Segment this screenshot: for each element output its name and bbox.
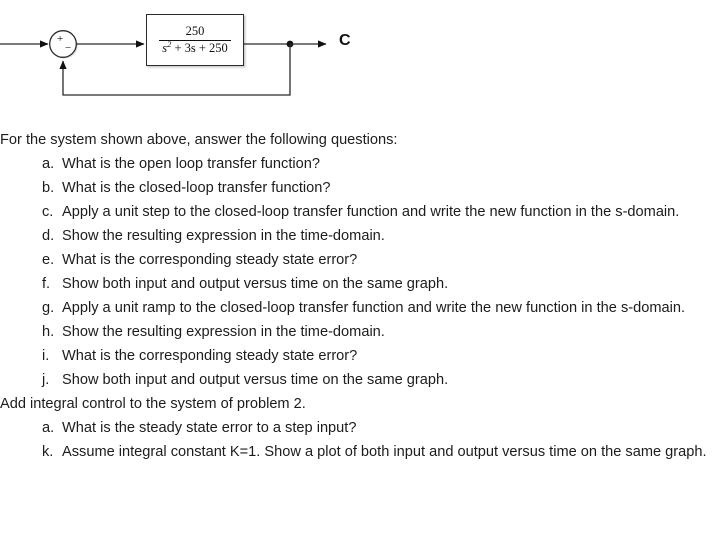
question-text: Show both input and output versus time o…: [62, 276, 449, 292]
question-text: Apply a unit ramp to the closed-loop tra…: [62, 300, 686, 316]
question-marker: j.: [42, 372, 50, 388]
question-marker: h.: [42, 324, 55, 340]
question-marker: i.: [42, 348, 50, 364]
block-diagram: 250 s2 + 3s + 250 + − C: [0, 0, 726, 120]
fraction-bar: [159, 39, 231, 41]
question-item: g. Apply a unit ramp to the closed-loop t…: [0, 296, 726, 320]
question-text: What is the open loop transfer function?: [62, 156, 320, 172]
question-item: h. Show the resulting expression in the t…: [0, 320, 726, 344]
question-text: Apply a unit step to the closed-loop tra…: [62, 204, 680, 220]
question-text: Show the resulting expression in the tim…: [62, 228, 385, 244]
question-marker: a.: [42, 156, 55, 172]
question-marker: e.: [42, 252, 55, 268]
question-item: f. Show both input and output versus time…: [0, 272, 726, 296]
transfer-function-denominator: s2 + 3s + 250: [158, 38, 232, 56]
question-text: Show both input and output versus time o…: [62, 372, 449, 388]
question-marker: g.: [42, 300, 55, 316]
question-item: i. What is the corresponding steady state…: [0, 344, 726, 368]
question-item: j. Show both input and output versus time…: [0, 368, 726, 392]
block-diagram-svg: [0, 30, 327, 96]
denominator-rest: + 3s + 250: [171, 40, 228, 55]
question-marker: f.: [42, 276, 51, 292]
question-item: a. What is the open loop transfer functio…: [0, 152, 726, 176]
section-two-question-item: k. Assume integral constant K=1. Show a p…: [0, 440, 726, 464]
intro-text: For the system shown above, answer the f…: [0, 132, 398, 148]
denominator-variable: s: [162, 40, 168, 55]
transfer-function-expression: 250 s2 + 3s + 250: [158, 24, 232, 56]
section-two-question-list: a. What is the steady state error to a st…: [0, 416, 726, 464]
section-two-question-item: a. What is the steady state error to a st…: [0, 416, 726, 440]
section-two-question-marker: a.: [42, 420, 55, 436]
question-marker: b.: [42, 180, 55, 196]
transfer-function-block: 250 s2 + 3s + 250: [146, 14, 244, 66]
transfer-function-numerator: 250: [185, 24, 205, 38]
question-text: What is the corresponding steady state e…: [62, 252, 358, 268]
section-two-question-text: What is the steady state error to a step…: [62, 420, 357, 436]
section-two-question-text: Assume integral constant K=1. Show a plo…: [62, 444, 707, 460]
summing-junction-minus-sign: −: [65, 42, 72, 54]
feedback-path: [59, 44, 291, 96]
question-text: What is the corresponding steady state e…: [62, 348, 358, 364]
question-list: a. What is the open loop transfer functio…: [0, 152, 726, 392]
question-text: Show the resulting expression in the tim…: [62, 324, 385, 340]
summing-junction-plus-sign: +: [57, 33, 64, 45]
question-marker: c.: [42, 204, 54, 220]
question-item: b. What is the closed-loop transfer funct…: [0, 176, 726, 200]
section-two-heading: Add integral control to the system of pr…: [0, 396, 306, 412]
question-item: e. What is the corresponding steady state…: [0, 248, 726, 272]
question-text: What is the closed-loop transfer functio…: [62, 180, 331, 196]
questions-document: For the system shown above, answer the f…: [0, 128, 726, 464]
question-marker: d.: [42, 228, 55, 244]
output-label-c: C: [339, 32, 351, 49]
denominator-exponent: 2: [167, 38, 172, 49]
question-item: d. Show the resulting expression in the t…: [0, 224, 726, 248]
section-two-question-marker: k.: [42, 444, 54, 460]
question-item: c. Apply a unit step to the closed-loop t…: [0, 200, 726, 224]
